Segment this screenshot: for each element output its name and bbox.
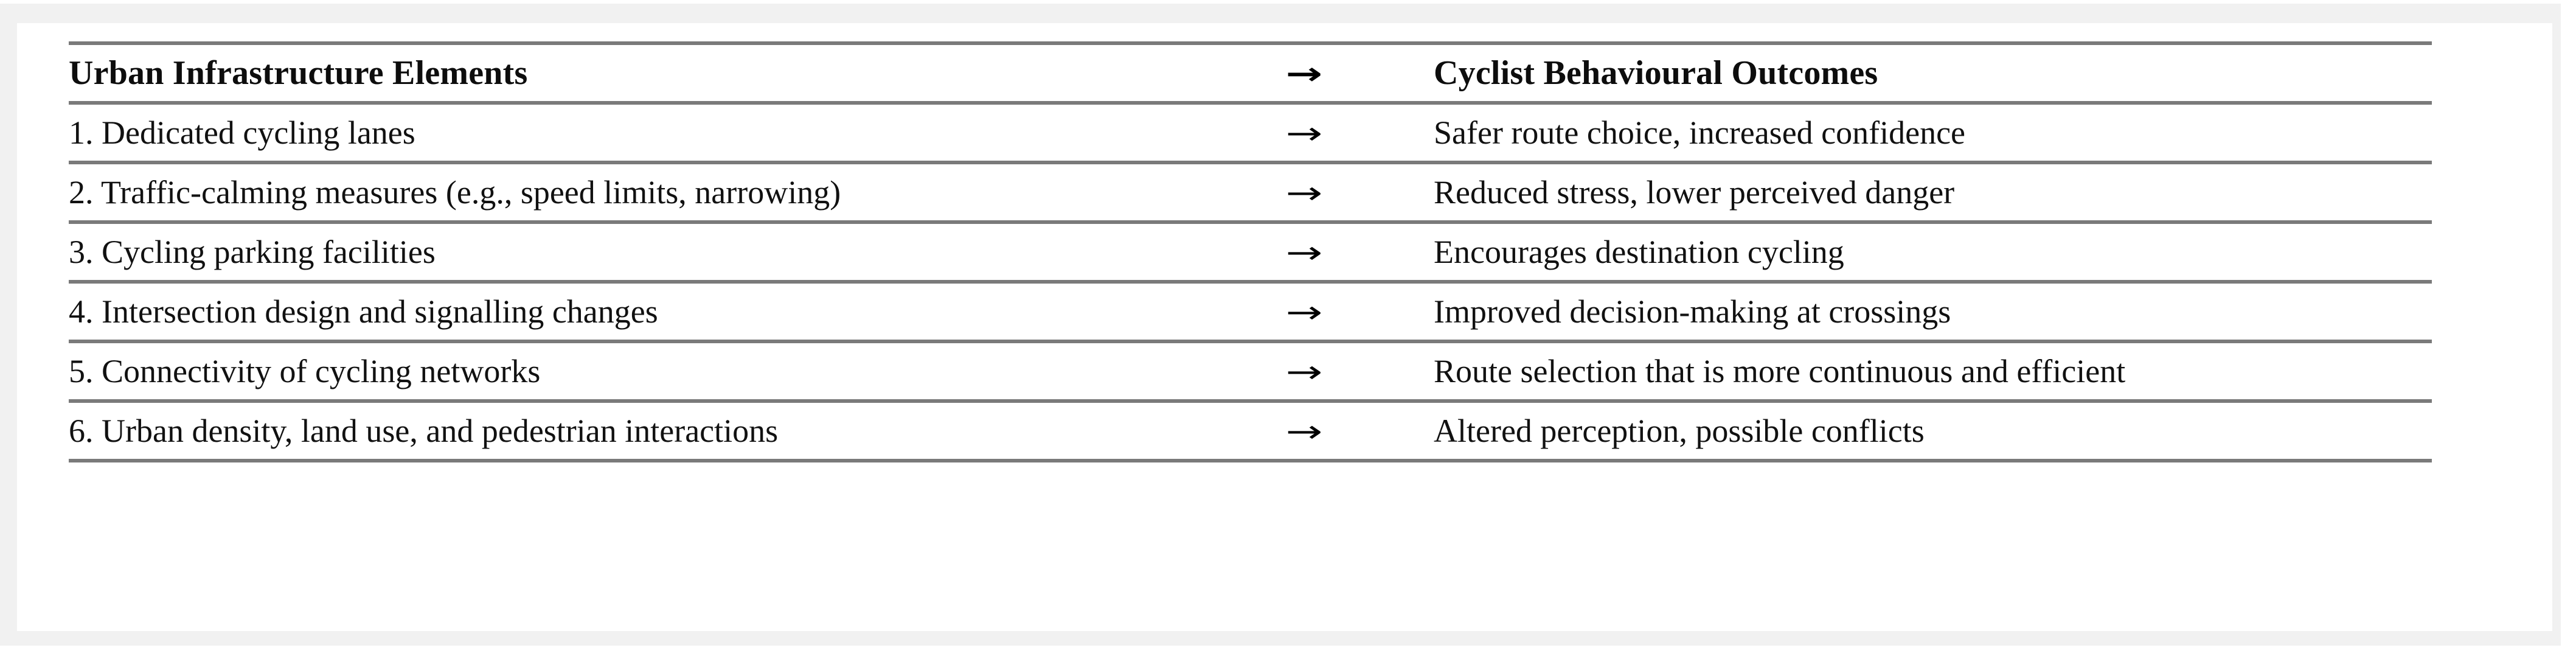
cell-arrow-5: → [1286,341,1413,403]
table-row: 4. Intersection design and signalling ch… [69,282,2432,343]
cell-arrow-1: → [1286,103,1413,164]
cell-outcome-5: Route selection that is more continuous … [1413,341,2432,403]
cell-element-6: 6. Urban density, land use, and pedestri… [69,401,1291,462]
cell-arrow-6: → [1286,401,1413,462]
right-arrow-icon: → [1285,414,1323,449]
cell-element-4: 4. Intersection design and signalling ch… [69,282,1291,343]
cell-arrow-2: → [1286,162,1413,224]
table-row: 5. Connectivity of cycling networks → Ro… [69,341,2432,403]
cell-element-5: 5. Connectivity of cycling networks [69,341,1291,403]
table-header: Urban Infrastructure Elements → Cyclist … [69,41,2432,105]
cell-arrow-4: → [1286,282,1413,343]
infrastructure-outcomes-table: Urban Infrastructure Elements → Cyclist … [69,41,2432,462]
column-header-arrow-cell: → [1286,41,1413,105]
cell-element-3: 3. Cycling parking facilities [69,222,1291,284]
right-arrow-icon: → [1285,295,1323,330]
right-arrow-icon: → [1285,56,1323,91]
right-arrow-icon: → [1285,354,1323,389]
column-header-outcomes: Cyclist Behavioural Outcomes [1413,41,2432,105]
document-sheet: Urban Infrastructure Elements → Cyclist … [17,23,2552,631]
cell-arrow-3: → [1286,222,1413,284]
table-body: 1. Dedicated cycling lanes → Safer route… [69,103,2432,462]
table-row: 3. Cycling parking facilities → Encourag… [69,222,2432,284]
cell-outcome-6: Altered perception, possible conflicts [1413,401,2432,462]
table-container: Urban Infrastructure Elements → Cyclist … [69,41,2432,462]
cell-outcome-1: Safer route choice, increased confidence [1413,103,2432,164]
cell-outcome-4: Improved decision-making at crossings [1413,282,2432,343]
right-arrow-icon: → [1285,175,1323,211]
right-arrow-icon: → [1285,116,1323,151]
column-header-elements: Urban Infrastructure Elements [69,41,1291,105]
table-row: 2. Traffic-calming measures (e.g., speed… [69,162,2432,224]
cell-outcome-3: Encourages destination cycling [1413,222,2432,284]
cell-outcome-2: Reduced stress, lower perceived danger [1413,162,2432,224]
table-header-row: Urban Infrastructure Elements → Cyclist … [69,41,2432,105]
table-row: 6. Urban density, land use, and pedestri… [69,401,2432,462]
cell-element-1: 1. Dedicated cycling lanes [69,103,1291,164]
right-arrow-icon: → [1285,235,1323,270]
cell-element-2: 2. Traffic-calming measures (e.g., speed… [69,162,1291,224]
table-row: 1. Dedicated cycling lanes → Safer route… [69,103,2432,164]
